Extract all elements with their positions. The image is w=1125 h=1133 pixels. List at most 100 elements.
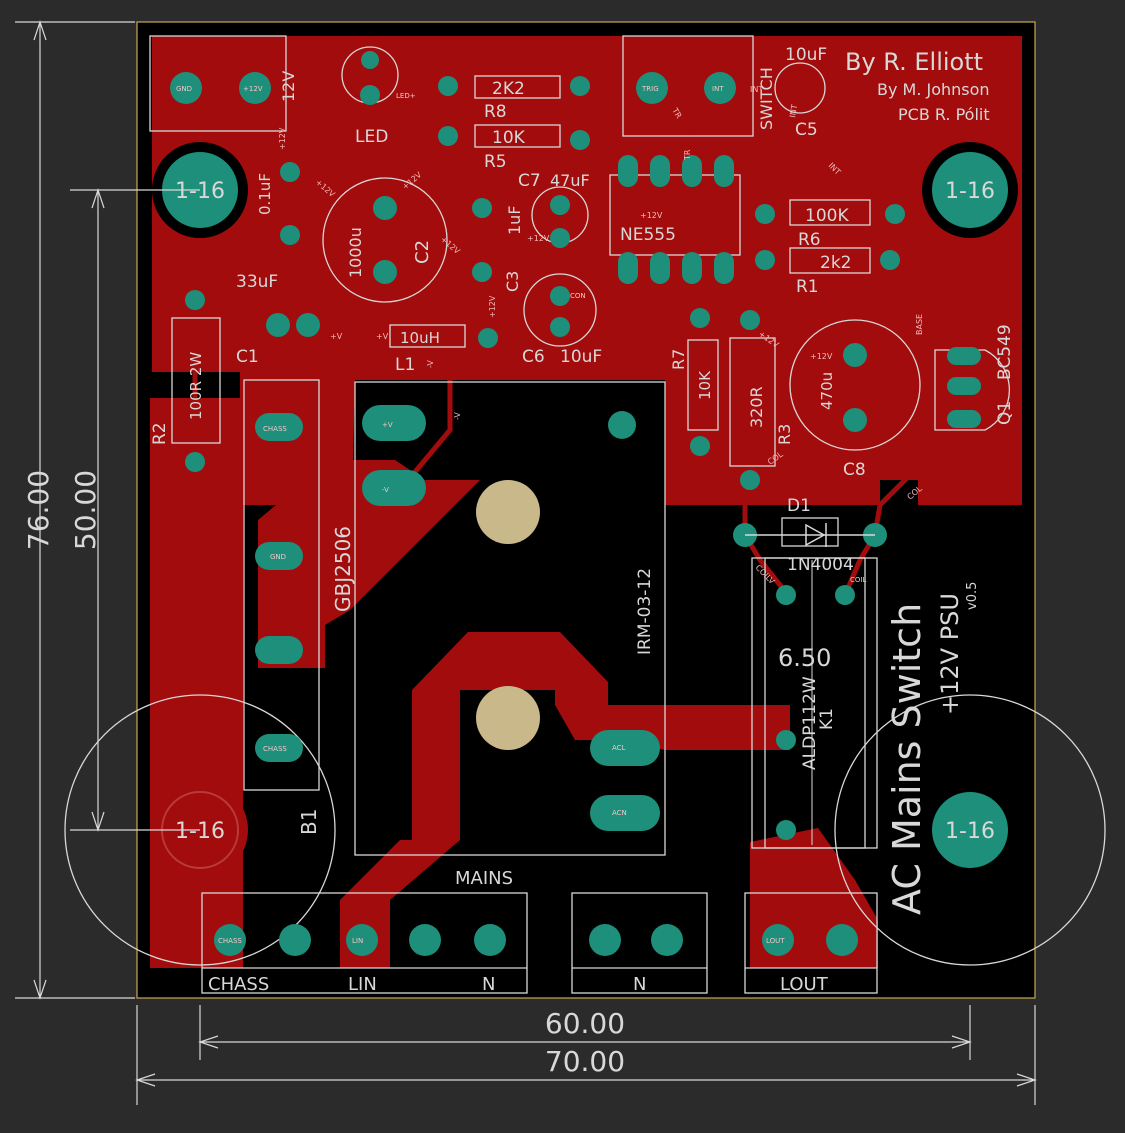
heatsink-hole-bottom (476, 686, 540, 750)
relay-ref: K1 (817, 708, 837, 730)
pad-label-int: INT (712, 85, 724, 93)
dim-height-inner: 50.00 (69, 470, 102, 550)
r3-ref: R3 (775, 424, 794, 445)
l1-value: 10uH (400, 329, 440, 347)
d1-value: 1N4004 (787, 555, 854, 575)
psu-value: IRM-03-12 (635, 568, 655, 655)
component-labels: 12V LED 2K2 R8 10K R5 0.1uF 1000u C2 1uF… (150, 45, 1015, 835)
net-label-int-b: INT (788, 104, 799, 119)
net-label-nv-a: -V (426, 360, 435, 368)
relay-value: ALDP112W (800, 676, 820, 770)
coauthor-credit: By M. Johnson (877, 80, 990, 99)
c1-value: 33uF (236, 272, 278, 292)
c6-ref: C6 (522, 347, 545, 367)
copper-bridge (258, 460, 480, 668)
pads (170, 51, 981, 956)
r1-ref: R1 (796, 277, 819, 297)
c3-ref: C3 (503, 271, 522, 292)
net-label-12v-h: +12V (810, 352, 833, 361)
mains-label: MAINS (455, 868, 513, 889)
r3-value: 320R (747, 386, 766, 428)
r8-ref: R8 (484, 102, 507, 122)
mount-hole-br (932, 792, 1008, 868)
r7-ref: R7 (669, 349, 688, 370)
net-label-nv-b: -V (453, 412, 462, 420)
credits: By R. Elliott By M. Johnson PCB R. Pólit… (845, 48, 990, 915)
pad-label-con: CON (570, 292, 586, 300)
pad-label-negv: -V (382, 486, 389, 494)
mount-label-br: 1-16 (945, 819, 995, 844)
supply-label: 12V (279, 71, 298, 102)
pad-label-led: LED+ (396, 92, 416, 100)
b1-value: GBJ2506 (331, 526, 355, 612)
relay-size: 6.50 (778, 644, 831, 672)
ic-value: NE555 (620, 225, 676, 245)
mount-label-bl: 1-16 (175, 819, 225, 844)
net-label-12v-a: +12V (278, 127, 287, 150)
pad-label-lout-term: LOUT (766, 937, 785, 945)
dim-height-outer: 76.00 (22, 470, 55, 550)
pad-label-acl: ACL (612, 744, 626, 752)
pad-label-coil: COIL (850, 576, 866, 584)
c2-value: 1000u (346, 227, 365, 278)
switch-ref: SWITCH (757, 67, 776, 130)
c5-ref: C5 (795, 120, 818, 140)
copper-live (340, 632, 790, 968)
pad-label-lin-term: LIN (352, 937, 363, 945)
r5-ref: R5 (484, 152, 507, 172)
pad-label-acn: ACN (612, 809, 627, 817)
r6-ref: R6 (798, 230, 821, 250)
net-label-12v-f: +12V (527, 234, 550, 243)
board-subtitle: +12V PSU (936, 593, 964, 715)
c4-value: 0.1uF (256, 173, 274, 215)
pad-label-chass-bot: CHASS (263, 745, 287, 753)
net-label-int-a: INT (750, 85, 763, 94)
pad-labels: GND +12V LED+ TRIG INT CHASS +V -V GND C… (176, 85, 866, 945)
board-title: AC Mains Switch (885, 603, 929, 915)
r5-value: 10K (492, 128, 526, 148)
pad-label-gnd: GND (176, 85, 192, 93)
r7-value: 10K (696, 370, 714, 400)
author-credit: By R. Elliott (845, 48, 983, 76)
heatsink-hole-top (476, 480, 540, 544)
c3-value: 1uF (505, 205, 524, 235)
net-label-pv-b: +V (376, 332, 389, 341)
n-label: N (482, 974, 495, 995)
r6-value: 100K (805, 206, 849, 226)
r1-value: 2k2 (820, 253, 851, 273)
c5-value: 10uF (785, 45, 827, 65)
c1-ref: C1 (236, 347, 259, 367)
board-version: v0.5 (965, 582, 980, 610)
pad-label-gnd2: GND (270, 553, 286, 561)
mount-label-tr: 1-16 (945, 179, 995, 204)
led-ref: LED (355, 127, 388, 147)
dimension-values: 76.00 50.00 60.00 70.00 (22, 470, 625, 1078)
silkscreen-outlines (64, 35, 1106, 994)
net-label-pv-a: +V (330, 332, 343, 341)
d1-ref: D1 (787, 496, 811, 516)
c7-value: 47uF (550, 171, 590, 190)
pad-label-chass-top: CHASS (263, 425, 287, 433)
chass-label: CHASS (208, 974, 269, 995)
c8-value: 470u (818, 372, 836, 410)
net-label-tr-a: TR (683, 149, 692, 161)
r2-value: 100R 2W (187, 352, 205, 420)
c6-value: 10uF (560, 347, 602, 367)
l1-ref: L1 (395, 355, 415, 375)
c8-ref: C8 (843, 460, 866, 480)
net-label-base: BASE (915, 314, 924, 335)
q1-ref: Q1 (995, 401, 1015, 425)
c2-ref: C2 (412, 240, 433, 264)
pad-label-posv: +V (382, 421, 393, 429)
net-label-12v-g: +12V (488, 295, 497, 318)
pad-label-trig: TRIG (641, 85, 659, 93)
connector-labels: MAINS CHASS LIN N N LOUT (208, 868, 829, 995)
n2-label: N (633, 974, 646, 995)
r2-ref: R2 (150, 422, 170, 445)
mount-label-tl: 1-16 (175, 179, 225, 204)
pad-label-12v: +12V (243, 85, 263, 93)
c7-ref: C7 (518, 171, 541, 191)
pad-label-chass-term: CHASS (218, 937, 242, 945)
